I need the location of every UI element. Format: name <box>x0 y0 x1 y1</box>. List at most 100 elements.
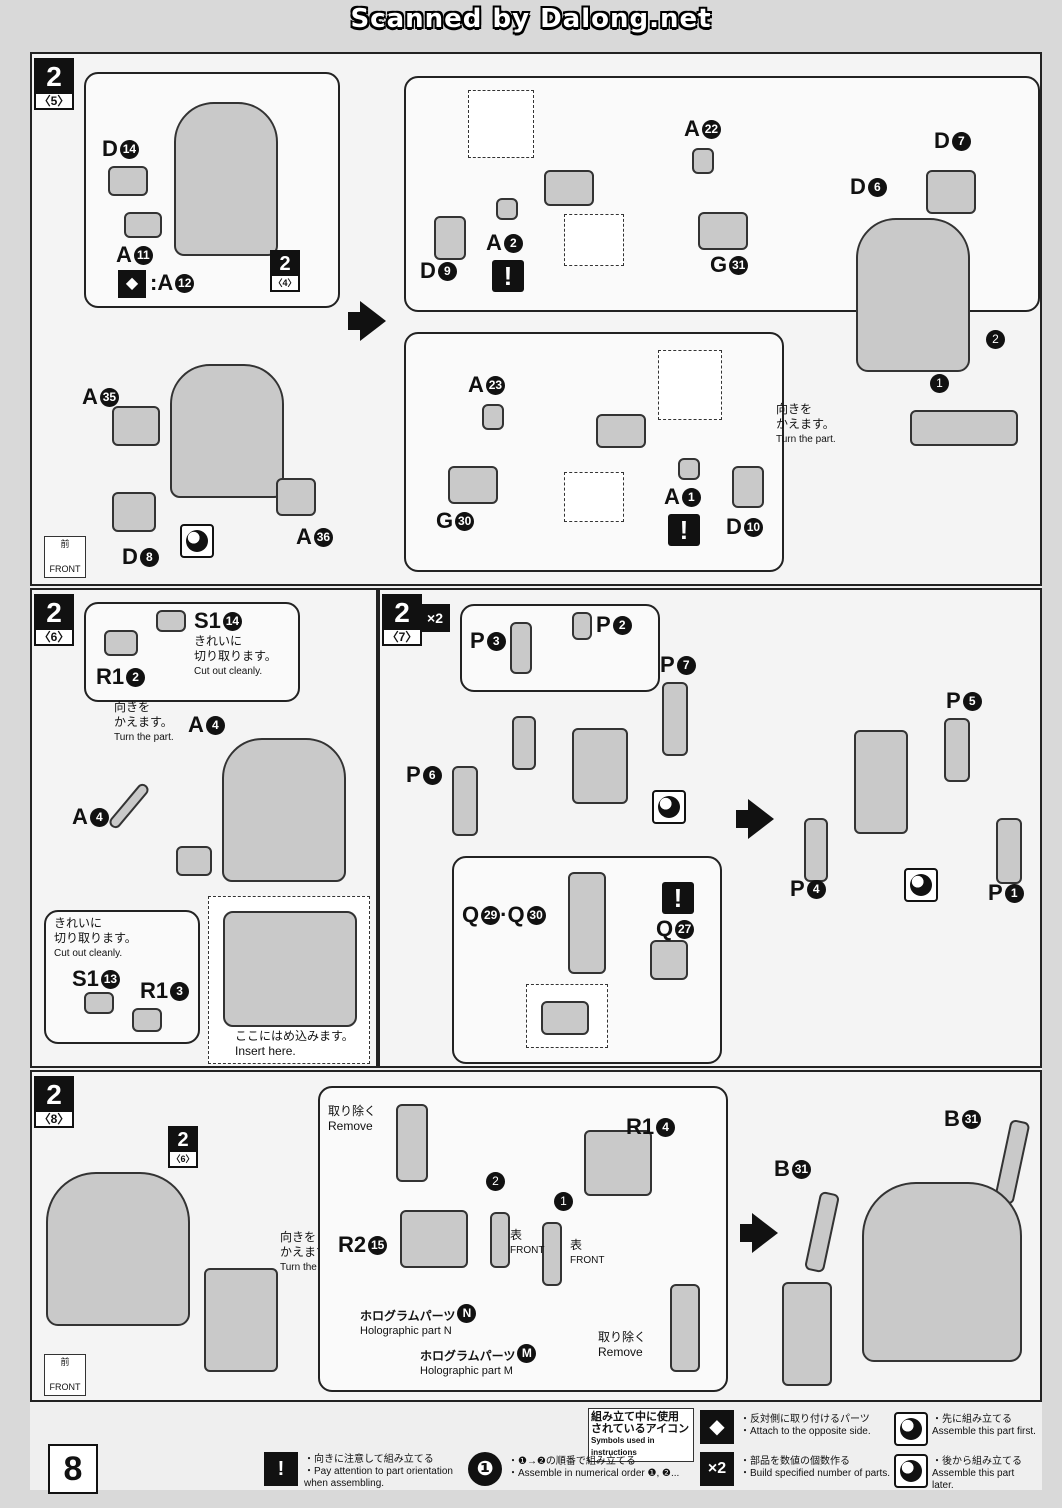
holographic-part-m <box>542 1222 562 1286</box>
part-d9 <box>434 216 466 260</box>
insert-detail-box: ここにはめ込みます。Insert here. <box>208 896 370 1064</box>
frame-r1-r2 <box>204 1268 278 1372</box>
part-a36 <box>276 478 316 516</box>
frame-center <box>572 728 628 804</box>
part-g30 <box>448 466 498 504</box>
turn-part-note: 向きをかえます。Turn the part. <box>776 402 836 445</box>
detail-box-tip <box>564 214 624 266</box>
part-a23 <box>482 404 504 430</box>
multiply-x2-badge: ×2 <box>420 604 450 632</box>
scan-credit: Scanned by Dalong.net <box>350 4 712 34</box>
flow-arrow-stem-2 <box>736 810 750 828</box>
insert-detail-part <box>223 911 357 1027</box>
part-g31 <box>698 212 748 250</box>
part-d8 <box>112 492 156 532</box>
chest-assembly-part-3 <box>46 1172 190 1326</box>
part-s1-14 <box>156 610 186 632</box>
cut-cleanly-note: きれいに切り取ります。Cut out cleanly. <box>194 634 277 677</box>
assemble-first-icon <box>180 524 214 558</box>
holographic-part-n <box>490 1212 510 1268</box>
frame-b-assembled <box>782 1282 832 1386</box>
orientation-warning-icon: ! <box>492 260 524 292</box>
part-p3 <box>510 622 532 674</box>
part-upper-frame <box>544 170 594 206</box>
step-sub: 〈5〉 <box>38 94 70 108</box>
order-marker-2b: 2 <box>486 1172 505 1191</box>
part-s1-13 <box>84 992 114 1014</box>
legend-order-icon: ❶ <box>468 1452 502 1486</box>
part-a11 <box>124 212 162 238</box>
legend-multiply: ・部品を数値の個数作る・Build specified number of pa… <box>740 1456 891 1479</box>
order-marker-2: 2 <box>986 330 1005 349</box>
chest-assembly-part-2 <box>222 738 346 882</box>
cut-cleanly-note-2: きれいに切り取ります。Cut out cleanly. <box>54 916 137 959</box>
part-a4-blade <box>107 781 151 831</box>
opposite-side-icon: ◆ <box>118 270 146 298</box>
part-r1-2 <box>104 630 138 656</box>
ref-badge-2-4: 2 〈4〉 <box>270 250 300 292</box>
detail-box-upper <box>468 90 534 158</box>
part-remove-1 <box>396 1104 428 1182</box>
ref-badge-2-6: 2 〈6〉 <box>168 1126 198 1168</box>
orientation-warning-icon-3: ! <box>662 882 694 914</box>
part-d10 <box>732 466 764 508</box>
legend-x2-icon: ×2 <box>700 1452 734 1486</box>
turn-part-note-2: 向きをかえます。Turn the part. <box>114 700 174 743</box>
part-r2-15 <box>400 1210 468 1268</box>
part-p1 <box>996 818 1022 884</box>
part-r1-4 <box>584 1130 652 1196</box>
part-p7 <box>662 682 688 756</box>
part-a2 <box>496 198 518 220</box>
order-marker-1: 1 <box>930 374 949 393</box>
legend-first-icon <box>894 1412 928 1446</box>
part-q29 <box>568 872 606 974</box>
legend-opposite-icon: ◆ <box>700 1410 734 1444</box>
detail-box-upper-2 <box>658 350 722 420</box>
part-p6 <box>452 766 478 836</box>
legend-opposite: ・反対側に取り付けるパーツ・Attach to the opposite sid… <box>740 1414 871 1437</box>
part-b31-left <box>803 1190 841 1274</box>
part-d14 <box>108 166 148 196</box>
detail-box-tip-2 <box>564 472 624 522</box>
flow-arrow-stem <box>348 312 362 330</box>
part-q27 <box>650 940 688 980</box>
